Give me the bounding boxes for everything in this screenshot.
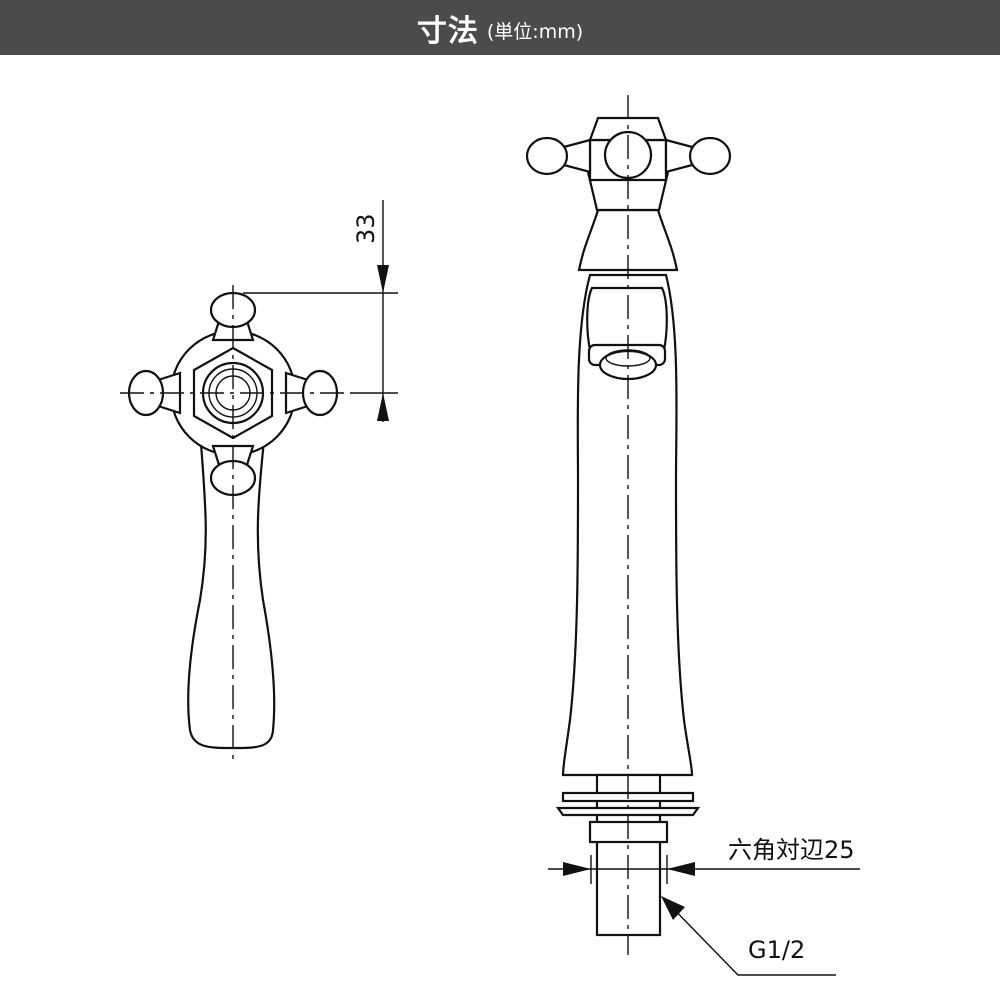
header-bar: 寸法 (単位:mm)	[0, 0, 1000, 55]
faucet-side-view	[525, 95, 732, 955]
dimension-hex: 六角対辺25	[548, 836, 860, 884]
unit-label: (単位:mm)	[486, 21, 584, 43]
hex-dimension-label: 六角対辺25	[728, 836, 855, 864]
neck	[577, 208, 679, 272]
dimension-33-label: 33	[352, 213, 380, 244]
thread-label: G1/2	[748, 936, 805, 964]
dimension-33: 33	[243, 200, 398, 422]
dimension-thread: G1/2	[661, 896, 836, 976]
outlet-window	[586, 286, 668, 352]
page-title: 寸法	[416, 13, 479, 49]
handle-top-view	[120, 285, 345, 765]
